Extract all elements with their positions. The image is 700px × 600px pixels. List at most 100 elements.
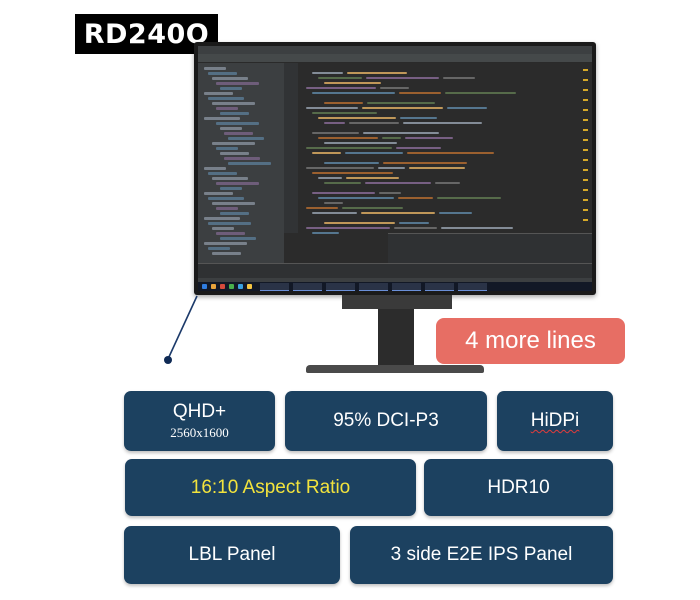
code-line [443, 77, 475, 79]
taskbar-app-icon[interactable] [247, 284, 252, 289]
code-line [318, 117, 396, 119]
code-line [324, 222, 395, 224]
ide-debug-pane [388, 233, 592, 264]
aspect-ratio-label: 16:10 Aspect Ratio [190, 476, 351, 498]
tree-row [224, 132, 253, 135]
scroll-marker [583, 159, 588, 161]
resolution-detail: 2560x1600 [170, 425, 229, 440]
code-line [396, 147, 441, 149]
taskbar-window-item[interactable] [326, 283, 355, 291]
tree-row [216, 147, 238, 150]
tree-row [216, 232, 245, 235]
code-line [306, 147, 392, 149]
more-lines-callout: 4 more lines [436, 318, 625, 364]
code-line [312, 112, 377, 114]
taskbar-app-icon[interactable] [238, 284, 243, 289]
tree-row [228, 162, 271, 165]
monitor-stand-mount [342, 295, 452, 309]
taskbar-app-icon[interactable] [202, 284, 207, 289]
code-line [445, 92, 516, 94]
code-line [365, 182, 431, 184]
tree-row [212, 252, 241, 255]
code-line [405, 137, 453, 139]
tree-row [204, 167, 226, 170]
code-line [324, 182, 361, 184]
tree-row [204, 192, 233, 195]
code-line [345, 152, 403, 154]
taskbar-window-item[interactable] [359, 283, 388, 291]
hidpi-label: HiDPi [530, 410, 580, 431]
tree-row [216, 107, 238, 110]
monitor-screen-ide [198, 46, 592, 291]
code-line [312, 132, 359, 134]
code-line [409, 167, 465, 169]
tree-row [204, 117, 240, 120]
code-line [324, 142, 397, 144]
code-line [306, 107, 358, 109]
tree-row [216, 82, 259, 85]
scroll-marker [583, 209, 588, 211]
tree-row [220, 237, 256, 240]
code-line [399, 222, 429, 224]
hdr-tile: HDR10 [424, 459, 613, 516]
tree-row [208, 172, 237, 175]
scroll-marker [583, 169, 588, 171]
ide-status-strip [198, 278, 592, 282]
aspect-ratio-tile: 16:10 Aspect Ratio [125, 459, 416, 516]
ide-toolbar [198, 54, 592, 63]
taskbar-window-item[interactable] [293, 283, 322, 291]
taskbar-window-item[interactable] [458, 283, 487, 291]
code-line [312, 72, 343, 74]
code-line [399, 92, 441, 94]
scroll-marker [583, 129, 588, 131]
code-line [324, 102, 363, 104]
code-line [439, 212, 472, 214]
ide-line-gutter [284, 63, 298, 233]
code-line [441, 227, 513, 229]
tree-row [216, 122, 259, 125]
ips-panel-tile: 3 side E2E IPS Panel [350, 526, 613, 584]
tree-row [220, 112, 249, 115]
model-badge: RD240Q [75, 14, 218, 54]
scroll-marker [583, 109, 588, 111]
code-line [447, 107, 487, 109]
taskbar-app-icon[interactable] [220, 284, 225, 289]
lbl-panel-tile: LBL Panel [124, 526, 340, 584]
code-line [349, 122, 399, 124]
lbl-panel-label: LBL Panel [188, 544, 276, 565]
code-line [318, 77, 362, 79]
code-line [361, 212, 435, 214]
taskbar-app-icon[interactable] [229, 284, 234, 289]
tree-row [208, 97, 244, 100]
tree-row [212, 102, 255, 105]
code-line [363, 132, 439, 134]
taskbar-app-icon[interactable] [211, 284, 216, 289]
code-line [312, 212, 357, 214]
resolution-name: QHD+ [172, 401, 227, 422]
tree-row [228, 137, 264, 140]
tree-row [212, 177, 248, 180]
code-line [324, 202, 343, 204]
tree-row [220, 152, 249, 155]
hdr-label: HDR10 [487, 476, 550, 498]
color-gamut-tile: 95% DCI-P3 [285, 391, 487, 451]
taskbar-window-item[interactable] [260, 283, 289, 291]
scroll-marker [583, 69, 588, 71]
color-gamut-label: 95% DCI-P3 [333, 410, 439, 431]
monitor-stand-neck [378, 309, 414, 369]
pointer-dot-icon [164, 356, 172, 364]
tree-row [204, 92, 233, 95]
tree-row [208, 197, 244, 200]
tree-row [212, 227, 234, 230]
ide-bottom-panel [198, 263, 592, 279]
tree-row [208, 72, 237, 75]
tree-row [204, 67, 226, 70]
code-line [342, 207, 403, 209]
code-line [306, 167, 374, 169]
taskbar-window-item[interactable] [392, 283, 421, 291]
code-line [435, 182, 460, 184]
tree-row [220, 127, 242, 130]
tree-row [204, 217, 240, 220]
tree-row [220, 87, 242, 90]
taskbar-window-item[interactable] [425, 283, 454, 291]
